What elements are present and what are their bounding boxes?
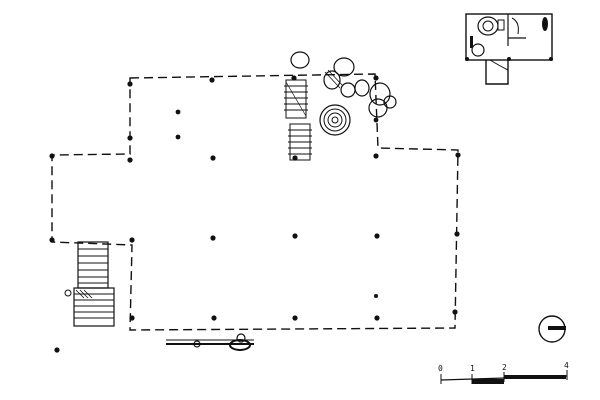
- scale-tick-2: 2: [502, 363, 507, 372]
- pavilion-outline: [51, 73, 459, 331]
- scale-tick-0: 0: [438, 364, 443, 373]
- tree-cluster: [290, 51, 397, 136]
- annex-plan: [465, 13, 553, 85]
- entrance-stair: [64, 241, 115, 327]
- bench-element: [166, 333, 254, 351]
- scale-tick-4: 4: [564, 361, 569, 370]
- scale-bar: 0 1 2 4: [438, 361, 569, 384]
- north-arrow-icon: [538, 315, 566, 343]
- log-pile-lower: [288, 123, 312, 161]
- scale-tick-1: 1: [470, 364, 475, 373]
- log-pile-upper: [284, 79, 308, 119]
- column-grid: [49, 75, 461, 353]
